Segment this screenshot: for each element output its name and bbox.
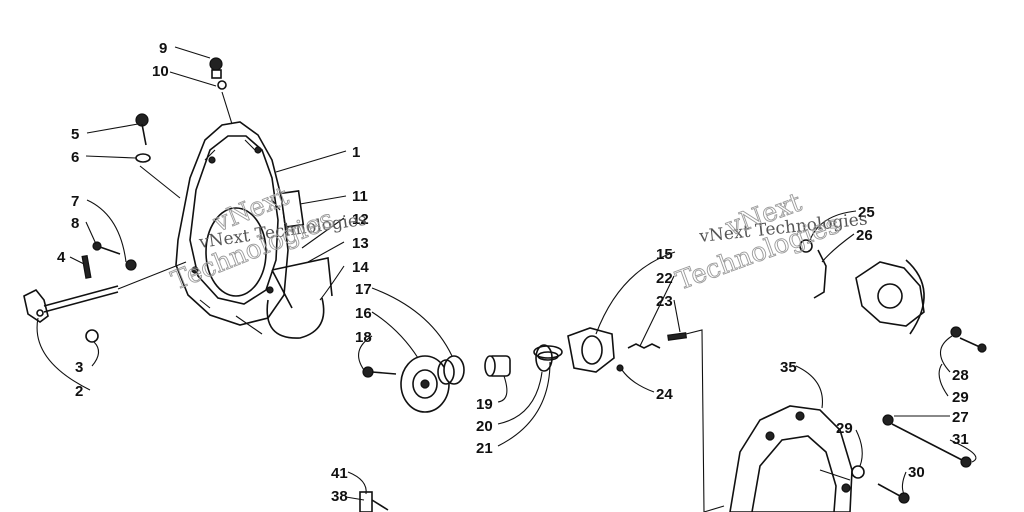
assembly-axis <box>221 91 233 125</box>
callout-label: 10 <box>152 63 169 80</box>
callout-label: 15 <box>656 246 673 263</box>
grommet <box>799 239 813 253</box>
assembly-axis <box>117 261 187 290</box>
callout-label: 12 <box>352 211 369 228</box>
washer <box>135 153 151 163</box>
callout-labels: 1 2 3 4 5 6 7 8 9 10 11 12 13 14 15 16 1… <box>57 40 969 505</box>
grommet <box>217 80 227 90</box>
assembly-axis <box>235 315 263 335</box>
assembly-axis <box>819 469 851 481</box>
spring-cup <box>437 355 465 385</box>
lower-housing <box>729 405 853 512</box>
callout-label: 24 <box>656 386 673 403</box>
rewind-spring <box>533 345 563 361</box>
callout-label: 25 <box>858 204 875 221</box>
callout-label: 41 <box>331 465 348 482</box>
callout-label: 18 <box>355 329 372 346</box>
screw <box>616 364 624 372</box>
screw <box>959 337 987 353</box>
pin <box>667 332 688 341</box>
callout-label: 20 <box>476 418 493 435</box>
bushing <box>484 355 511 377</box>
callout-label: 16 <box>355 305 372 322</box>
leader-lines <box>36 46 977 501</box>
callout-label: 31 <box>952 431 969 448</box>
callout-label: 23 <box>656 293 673 310</box>
callout-label: 8 <box>71 215 79 232</box>
callout-label: 7 <box>71 193 79 210</box>
callout-label: 5 <box>71 126 79 143</box>
callout-label: 9 <box>159 40 167 57</box>
screw <box>92 241 121 255</box>
callout-label: 17 <box>355 281 372 298</box>
callout-label: 22 <box>656 270 673 287</box>
bracket <box>271 257 333 309</box>
callout-label: 14 <box>352 259 369 276</box>
callout-label: 4 <box>57 249 66 266</box>
callout-label: 2 <box>75 383 83 400</box>
callout-label: 19 <box>476 396 493 413</box>
strap <box>266 297 325 339</box>
assembly-axis <box>139 165 181 199</box>
nut <box>125 259 137 271</box>
nut <box>882 414 894 426</box>
callout-label: 6 <box>71 149 79 166</box>
callout-label: 29 <box>952 389 969 406</box>
assembly-axis <box>685 329 705 512</box>
lever-shaft <box>23 285 119 323</box>
pin <box>81 254 92 279</box>
callout-label: 28 <box>952 367 969 384</box>
long-bolt <box>891 423 972 468</box>
hex-bolt <box>362 366 397 378</box>
washer <box>85 329 99 343</box>
rope-handle <box>567 327 615 373</box>
callout-label: 27 <box>952 409 969 426</box>
assembly-axis <box>703 505 725 512</box>
callout-label: 1 <box>352 144 360 161</box>
gear-housing <box>855 259 925 335</box>
callout-label: 35 <box>780 359 797 376</box>
stud <box>359 491 389 512</box>
callout-label: 13 <box>352 235 369 252</box>
callout-label: 21 <box>476 440 493 457</box>
nut <box>950 326 962 338</box>
spring-pin <box>627 343 661 349</box>
callout-label: 30 <box>908 464 925 481</box>
pulley <box>400 355 450 413</box>
bracket <box>813 249 827 299</box>
plate <box>279 190 305 228</box>
callout-label: 38 <box>331 488 348 505</box>
callout-label: 11 <box>352 188 368 205</box>
cap <box>209 57 223 79</box>
callout-label: 29 <box>836 420 853 437</box>
callout-label: 3 <box>75 359 83 376</box>
part-drawings <box>23 57 987 512</box>
bolt <box>135 113 149 146</box>
callout-label: 26 <box>856 227 873 244</box>
washer <box>851 465 865 479</box>
